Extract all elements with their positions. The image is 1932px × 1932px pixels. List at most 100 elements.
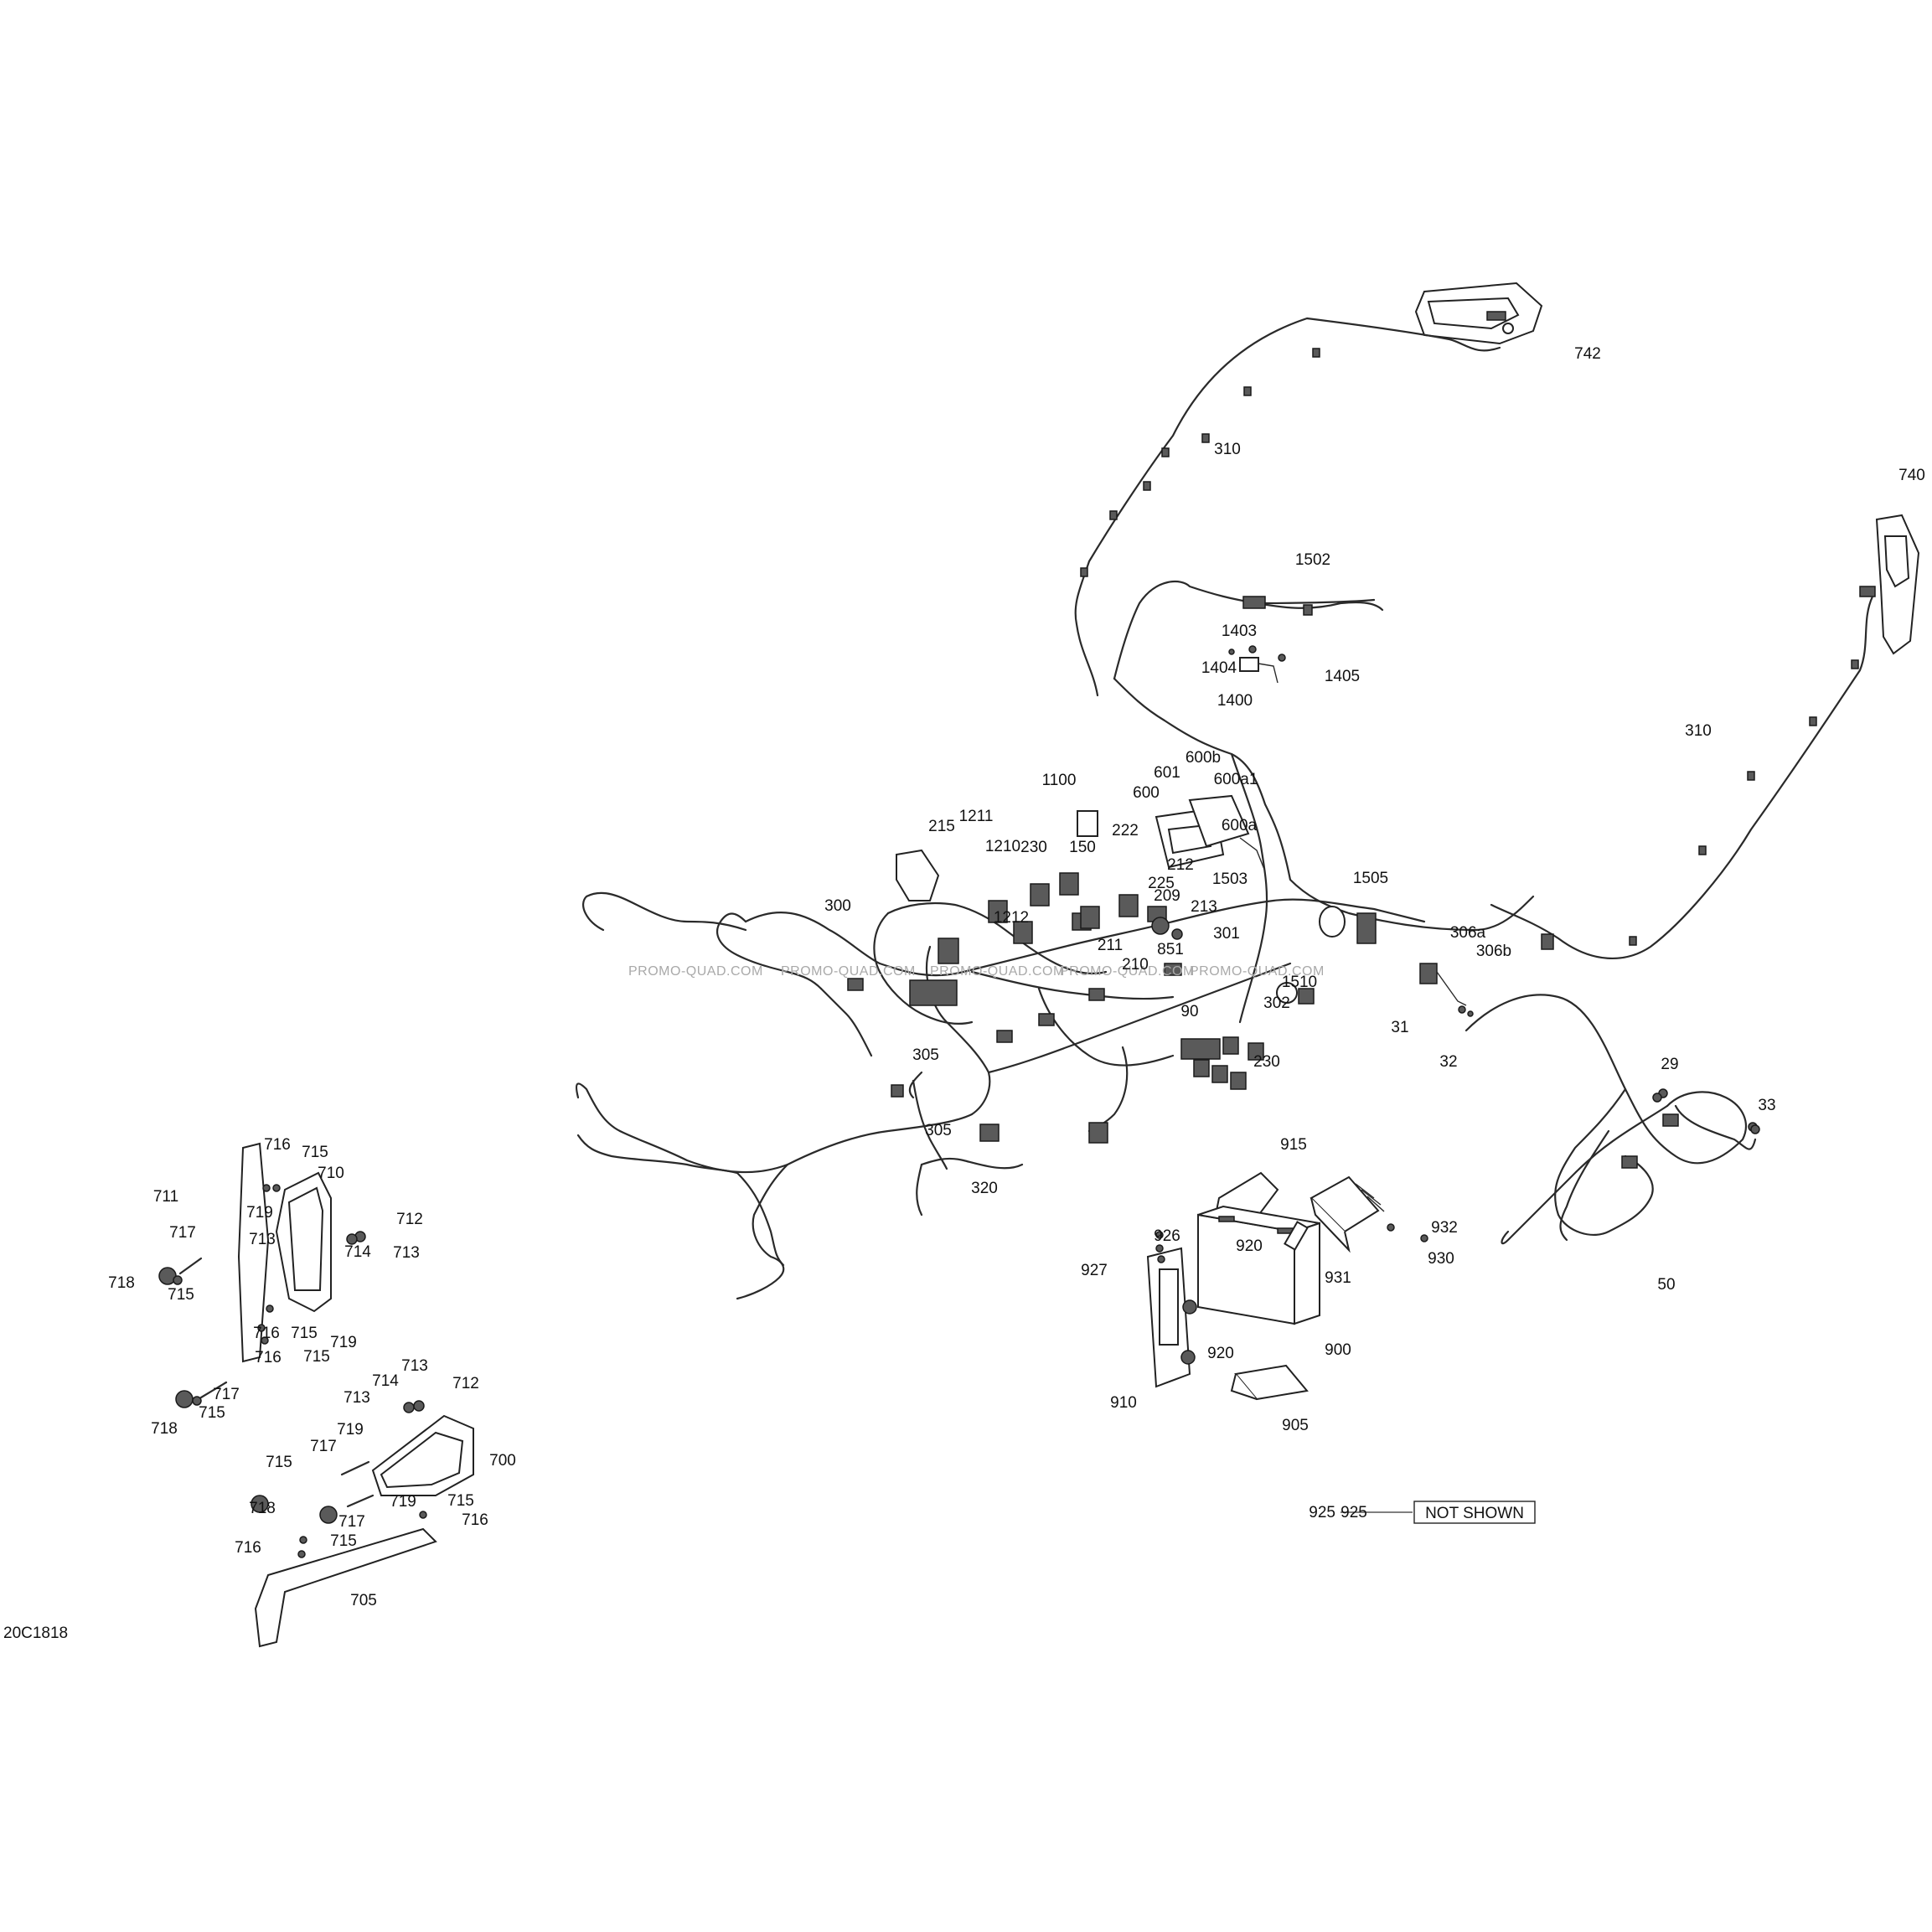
callout-label: 310: [1214, 441, 1241, 458]
callout-label: 305: [912, 1046, 939, 1064]
callout-label: 718: [249, 1500, 276, 1517]
callout-label: 210: [1122, 956, 1149, 974]
wire-harness-center-mid: [1113, 677, 1535, 932]
callout-label: 32: [1439, 1053, 1457, 1071]
callout-label: 931: [1325, 1269, 1351, 1287]
callout-label: 1210: [985, 838, 1020, 855]
battery-900: [1197, 1205, 1320, 1325]
module-930-fins: [1355, 1183, 1385, 1212]
harness-left-lower: [576, 1134, 739, 1175]
callout-label: 932: [1431, 1219, 1458, 1237]
callout-label: 719: [330, 1334, 357, 1351]
fasteners-battery: [1155, 1223, 1428, 1263]
connector-306: [1419, 963, 1474, 1017]
callout-label: 33: [1758, 1097, 1775, 1114]
callout-label: 712: [452, 1375, 479, 1392]
part-1502-line: [1263, 598, 1376, 605]
callout-label: 710: [318, 1165, 344, 1182]
callout-label: 1100: [1042, 772, 1077, 789]
callout-label: 717: [310, 1438, 337, 1455]
callout-label: 717: [169, 1224, 196, 1242]
part-1400: [1228, 645, 1286, 684]
callout-label: 1502: [1295, 551, 1330, 569]
callout-label: 715: [447, 1492, 474, 1510]
module-600: [1155, 794, 1266, 872]
callout-label: 715: [199, 1404, 225, 1422]
callout-label: 305: [925, 1122, 952, 1139]
callout-label: 230: [1020, 839, 1047, 856]
module-930: [1310, 1175, 1380, 1233]
connector-320: [979, 1124, 1000, 1142]
callout-label: 716: [264, 1136, 291, 1154]
callout-label: 600b: [1186, 749, 1221, 767]
callout-label: 719: [337, 1421, 364, 1439]
callout-label: 213: [1191, 898, 1217, 916]
connector-1502: [1242, 596, 1266, 609]
callout-label: 209: [1154, 887, 1180, 905]
grommet-1510: [1276, 982, 1298, 1004]
callout-label: 927: [1081, 1262, 1108, 1279]
callout-label: 150: [1069, 839, 1096, 856]
relay-holder-215: [896, 849, 940, 901]
callout-label: 230: [1253, 1053, 1280, 1071]
fasteners-left-group: [158, 1184, 427, 1558]
wire-harness-310-upper: [1074, 317, 1501, 697]
rear-light-bar: [1414, 282, 1543, 345]
callout-label: 306a: [1450, 924, 1486, 942]
callout-label: 1510: [1282, 974, 1317, 991]
battery-harness-50: [1464, 994, 1747, 1165]
callout-label: 222: [1112, 822, 1139, 839]
callout-label: 920: [1236, 1237, 1263, 1255]
exploded-view-drawing: [158, 282, 1920, 1648]
callout-label: 716: [235, 1539, 261, 1557]
callout-label: 713: [401, 1357, 428, 1375]
callout-label: 212: [1167, 856, 1194, 874]
callout-label: 211: [1098, 937, 1123, 954]
not-shown-text: NOT SHOWN: [1425, 1505, 1524, 1522]
callout-label: 715: [168, 1286, 194, 1304]
callout-label: 905: [1282, 1417, 1309, 1434]
watermark-text: PROMO-QUAD.COM: [1060, 964, 1195, 979]
callout-label: 715: [303, 1348, 330, 1366]
wire-clips-310-upper: [1080, 348, 1320, 577]
callout-label: 700: [489, 1452, 516, 1470]
harness-left-branch: [581, 891, 747, 932]
callout-label: 711: [153, 1188, 178, 1206]
callout-label: 717: [213, 1386, 240, 1403]
part-1100: [1077, 810, 1098, 837]
connector-cluster: [988, 872, 1183, 976]
callout-label: 915: [1280, 1136, 1307, 1154]
callout-label: 225: [1148, 875, 1175, 892]
side-lamp-740: [1859, 514, 1920, 655]
callout-label: 31: [1391, 1019, 1408, 1036]
callout-label: 716: [462, 1511, 488, 1529]
callout-label: 900: [1325, 1341, 1351, 1359]
callout-label: 600a: [1222, 817, 1258, 834]
callout-label: 718: [108, 1274, 135, 1292]
watermark-text: PROMO-QUAD.COM: [930, 964, 1065, 979]
diagram-code: 20C1818: [3, 1625, 68, 1642]
wire-harness-center-upper: [1113, 580, 1384, 680]
callout-label: 300: [824, 897, 851, 915]
callout-label: 1403: [1222, 622, 1257, 640]
callout-label: 716: [253, 1325, 280, 1342]
callout-label: 1404: [1201, 659, 1237, 677]
harness-305: [908, 1071, 923, 1099]
battery-harness-parts: [1621, 1088, 1758, 1169]
callout-label: 715: [266, 1454, 292, 1471]
callout-label: 302: [1263, 994, 1290, 1012]
callout-label: 714: [344, 1243, 371, 1261]
callout-label: 930: [1428, 1250, 1454, 1268]
watermark-text: PROMO-QUAD.COM: [628, 964, 763, 979]
callout-label: 600a1: [1214, 771, 1258, 788]
trim-705: [254, 1527, 437, 1648]
callout-label: 717: [338, 1513, 365, 1531]
callout-label: 718: [151, 1420, 178, 1438]
callout-label: 1212: [994, 909, 1029, 927]
callout-label: 1400: [1217, 692, 1253, 710]
ring-1505: [1319, 906, 1346, 938]
